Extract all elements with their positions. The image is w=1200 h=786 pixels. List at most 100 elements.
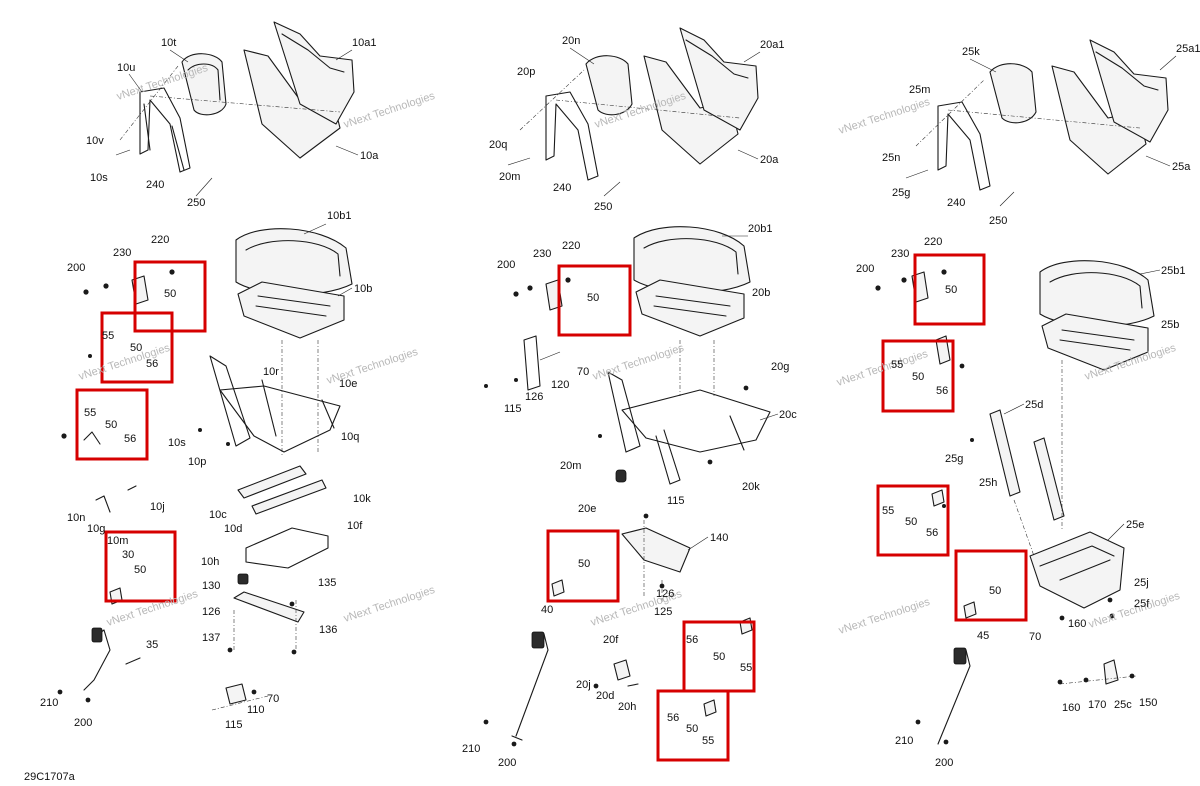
callout-label: 20b1 bbox=[748, 223, 772, 235]
callout-label: 210 bbox=[462, 743, 480, 755]
callout-label: 240 bbox=[947, 197, 965, 209]
callout-label: 20f bbox=[603, 634, 619, 646]
callout-label: 25h bbox=[979, 477, 997, 489]
callout-label: 220 bbox=[562, 240, 580, 252]
callout-labels-left: 10t 10u 10a1 10v 10s 240 10a 250 10b1 22… bbox=[40, 37, 379, 731]
callout-label: 25m bbox=[909, 84, 930, 96]
highlight-box bbox=[881, 339, 955, 413]
watermark: vNext Technologies bbox=[837, 96, 932, 137]
callout-label: 25a bbox=[1172, 161, 1191, 173]
callout-label: 200 bbox=[497, 259, 515, 271]
callout-label: 10q bbox=[341, 431, 359, 443]
callout-label: 10g bbox=[87, 523, 105, 535]
callout-label: 200 bbox=[74, 717, 92, 729]
callout-label: 30 bbox=[122, 549, 134, 561]
callout-label: 50 bbox=[164, 288, 176, 300]
callout-label: 50 bbox=[912, 371, 924, 383]
callout-label: 50 bbox=[686, 723, 698, 735]
callout-label: 20e bbox=[578, 503, 596, 515]
callout-label: 10v bbox=[86, 135, 104, 147]
callout-label: 20g bbox=[771, 361, 789, 373]
callout-label: 56 bbox=[667, 712, 679, 724]
callout-label: 50 bbox=[713, 651, 725, 663]
callout-label: 70 bbox=[267, 693, 279, 705]
callout-label: 200 bbox=[498, 757, 516, 769]
callout-label: 20m bbox=[499, 171, 520, 183]
callout-label: 20a bbox=[760, 154, 779, 166]
watermark: vNext Technologies bbox=[342, 584, 437, 625]
callout-label: 125 bbox=[654, 606, 672, 618]
callout-label: 50 bbox=[134, 564, 146, 576]
callout-label: 10t bbox=[161, 37, 176, 49]
callout-label: 120 bbox=[551, 379, 569, 391]
watermark: vNext Technologies bbox=[342, 90, 437, 131]
callout-label: 10r bbox=[263, 366, 279, 378]
callout-label: 10b bbox=[354, 283, 372, 295]
callout-label: 70 bbox=[577, 366, 589, 378]
callout-label: 20p bbox=[517, 66, 535, 78]
callout-label: 250 bbox=[187, 197, 205, 209]
callout-label: 10u bbox=[117, 62, 135, 74]
callout-label: 56 bbox=[926, 527, 938, 539]
callout-label: 70 bbox=[1029, 631, 1041, 643]
callout-label: 10m bbox=[107, 535, 128, 547]
callout-label: 200 bbox=[856, 263, 874, 275]
callout-label: 10f bbox=[347, 520, 363, 532]
callout-label: 10j bbox=[150, 501, 165, 513]
callout-label: 25a1 bbox=[1176, 43, 1200, 55]
callout-label: 20n bbox=[562, 35, 580, 47]
callout-label: 50 bbox=[905, 516, 917, 528]
callout-label: 20m bbox=[560, 460, 581, 472]
callout-label: 40 bbox=[541, 604, 553, 616]
callout-label: 50 bbox=[989, 585, 1001, 597]
callout-label: 10a1 bbox=[352, 37, 376, 49]
callout-label: 150 bbox=[1139, 697, 1157, 709]
leader-lines bbox=[128, 47, 1177, 551]
callout-labels-right: 25k 25a1 25m 25n 25g 240 250 25a 220 230… bbox=[856, 43, 1200, 769]
callout-label: 160 bbox=[1068, 618, 1086, 630]
callout-label: 25d bbox=[1025, 399, 1043, 411]
callout-label: 25k bbox=[962, 46, 980, 58]
callout-label: 10a bbox=[360, 150, 379, 162]
middle-assembly bbox=[483, 27, 771, 747]
callout-label: 10s bbox=[90, 172, 108, 184]
highlight-box bbox=[656, 689, 730, 762]
callout-label: 56 bbox=[146, 358, 158, 370]
callout-label: 55 bbox=[882, 505, 894, 517]
callout-label: 230 bbox=[113, 247, 131, 259]
callout-label: 20c bbox=[779, 409, 797, 421]
callout-label: 25c bbox=[1114, 699, 1132, 711]
callout-label: 20h bbox=[618, 701, 636, 713]
callout-label: 10p bbox=[188, 456, 206, 468]
callout-label: 200 bbox=[67, 262, 85, 274]
callout-label: 240 bbox=[146, 179, 164, 191]
callout-label: 25f bbox=[1134, 598, 1150, 610]
callout-label: 140 bbox=[710, 532, 728, 544]
callout-label: 25g bbox=[892, 187, 910, 199]
callout-label: 10h bbox=[201, 556, 219, 568]
callout-label: 10k bbox=[353, 493, 371, 505]
callout-label: 55 bbox=[84, 407, 96, 419]
highlight-box bbox=[100, 311, 174, 384]
callout-label: 20d bbox=[596, 690, 614, 702]
callout-label: 25b1 bbox=[1161, 265, 1185, 277]
callout-label: 25n bbox=[882, 152, 900, 164]
highlight-box bbox=[557, 264, 632, 337]
callout-label: 250 bbox=[989, 215, 1007, 227]
callout-label: 10s bbox=[168, 437, 186, 449]
callout-label: 25e bbox=[1126, 519, 1144, 531]
callout-label: 136 bbox=[319, 624, 337, 636]
callout-label: 130 bbox=[202, 580, 220, 592]
callout-label: 50 bbox=[105, 419, 117, 431]
callout-label: 20j bbox=[576, 679, 591, 691]
callout-label: 55 bbox=[102, 330, 114, 342]
callout-labels-middle: 20n 20a1 20p 20q 20m 240 250 20a 220 230… bbox=[462, 35, 797, 769]
watermark: vNext Technologies bbox=[837, 596, 932, 637]
highlight-box bbox=[104, 530, 177, 603]
highlight-boxes bbox=[75, 253, 1028, 762]
callout-label: 220 bbox=[151, 234, 169, 246]
callout-label: 200 bbox=[935, 757, 953, 769]
callout-label: 20k bbox=[742, 481, 760, 493]
callout-label: 10d bbox=[224, 523, 242, 535]
